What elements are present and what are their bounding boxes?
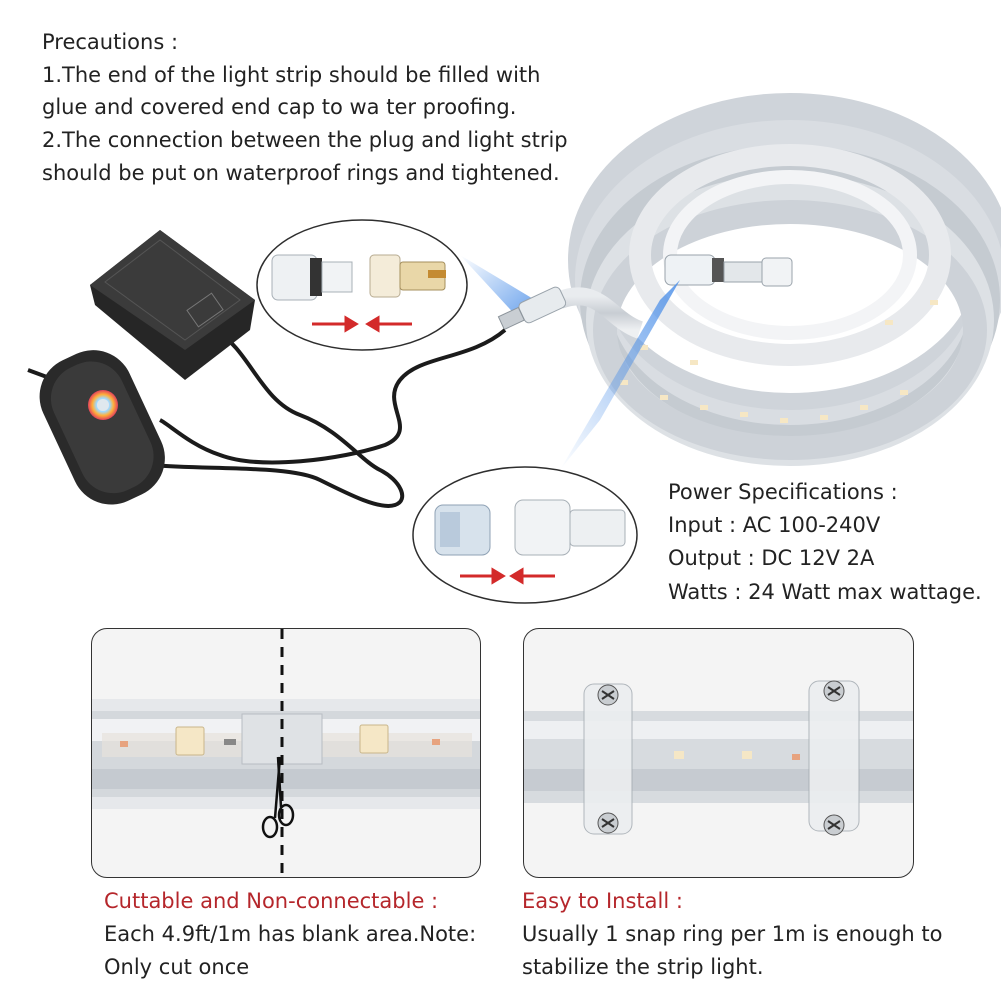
install-illustration-panel — [523, 628, 914, 878]
dimmer-controller — [39, 350, 165, 505]
cut-illustration-panel — [91, 628, 481, 878]
power-spec-watts: Watts : 24 Watt max wattage. — [668, 580, 982, 604]
power-spec-output: Output : DC 12V 2A — [668, 546, 875, 570]
precautions-title: Precautions : — [42, 30, 179, 54]
cuttable-heading: Cuttable and Non-connectable : — [104, 889, 439, 913]
led-rope-coil — [568, 93, 1001, 466]
precautions-line-4: should be put on waterproof rings and ti… — [42, 161, 560, 185]
zoom-bubble-bottom — [412, 466, 638, 604]
precautions-line-1: 1.The end of the light strip should be f… — [42, 63, 541, 87]
product-illustration — [27, 93, 1001, 604]
mounting-clip-right — [808, 680, 860, 836]
precautions-line-3: 2.The connection between the plug and li… — [42, 128, 568, 152]
glow-beam-top — [460, 255, 535, 320]
strip-plug — [497, 286, 567, 331]
glow-beam-bottom — [560, 280, 680, 470]
install-strip-illustration — [524, 680, 913, 836]
power-spec-title: Power Specifications : — [668, 480, 898, 504]
power-spec-input: Input : AC 100-240V — [668, 513, 881, 537]
power-adapter — [90, 230, 255, 380]
precautions-line-2: glue and covered end cap to wa ter proof… — [42, 95, 517, 119]
cuttable-line-1: Each 4.9ft/1m has blank area.Note: — [104, 922, 477, 946]
cuttable-line-2: Only cut once — [104, 955, 250, 979]
coil-connector — [664, 254, 793, 287]
scissors-icon — [261, 756, 295, 839]
led-chips — [620, 300, 938, 423]
install-line-1: Usually 1 snap ring per 1m is enough to — [522, 922, 943, 946]
install-line-2: stabilize the strip light. — [522, 955, 764, 979]
arrows-top — [312, 315, 412, 333]
arrows-bottom — [460, 567, 555, 585]
zoom-bubble-top — [256, 219, 468, 351]
install-heading: Easy to Install : — [522, 889, 683, 913]
cut-strip-illustration — [92, 629, 480, 877]
mounting-clip-left — [583, 683, 633, 835]
